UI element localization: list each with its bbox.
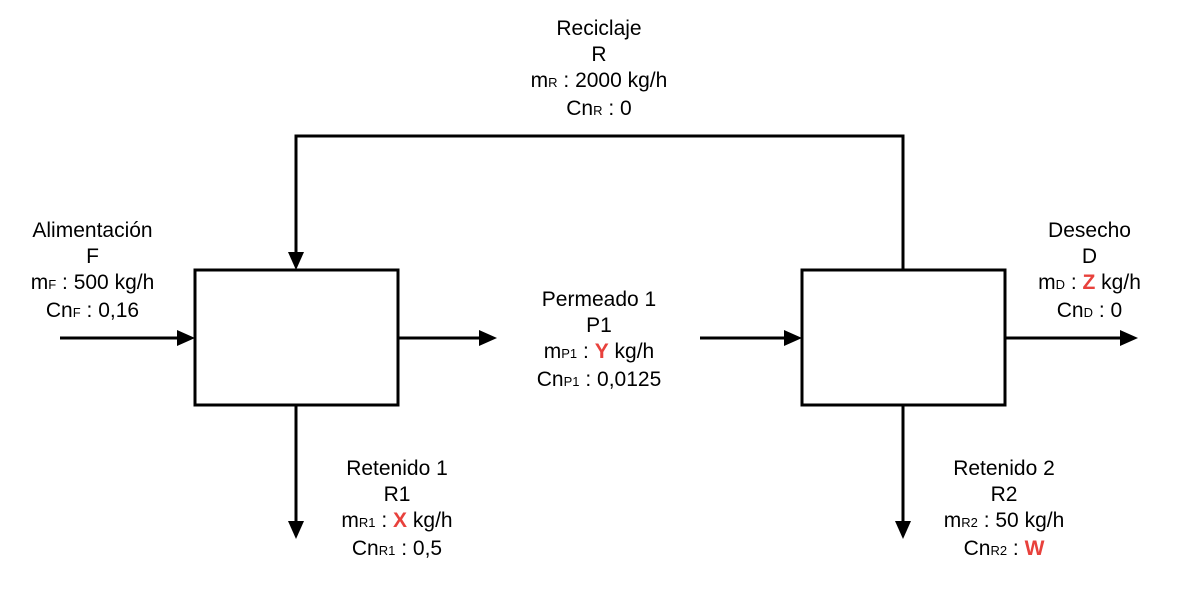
concentration: CnR : 0: [566, 97, 632, 120]
stream-title: Retenido 2: [953, 457, 1055, 480]
permeate1-in-arrowhead: [784, 330, 802, 346]
concentration: CnP1 : 0,0125: [536, 368, 662, 391]
stream-title: Alimentación: [32, 219, 153, 242]
feed-arrowhead: [177, 330, 195, 346]
stream-symbol: F: [86, 245, 99, 268]
concentration: CnF : 0,16: [45, 299, 140, 322]
stream-symbol: D: [1081, 245, 1098, 268]
stream-symbol: R2: [990, 483, 1018, 506]
retentate2-stream-label: Retenido 2 R2 mR2 : 50 kg/h CnR2 : W: [904, 456, 1104, 564]
stream-title: Reciclaje: [556, 17, 642, 40]
permeate1-stream-label: Permeado 1 P1 mP1 : Y kg/h CnP1 : 0,0125: [499, 287, 699, 395]
concentration: CnR1 : 0,5: [351, 537, 443, 560]
concentration: CnD : 0: [1056, 299, 1123, 322]
retentate2-arrowhead: [895, 521, 911, 539]
stream-symbol: R: [591, 43, 607, 66]
permeate1-out-arrowhead: [479, 330, 497, 346]
stream-title: Permeado 1: [541, 288, 657, 311]
mass-flow: mD : Z kg/h: [1038, 271, 1141, 294]
mass-flow: mR2 : 50 kg/h: [943, 509, 1065, 532]
feed-stream-label: Alimentación F mF : 500 kg/h CnF : 0,16: [0, 218, 185, 326]
membrane-unit-1: [193, 268, 400, 407]
recycle-stream-label: Reciclaje R mR : 2000 kg/h CnR : 0: [499, 16, 699, 124]
membrane-unit-2: [800, 268, 1007, 407]
mass-flow: mR : 2000 kg/h: [530, 69, 668, 92]
mass-flow: mP1 : Y kg/h: [543, 340, 655, 363]
mass-flow: mR1 : X kg/h: [341, 509, 453, 532]
waste-stream-label: Desecho D mD : Z kg/h CnD : 0: [1002, 218, 1177, 326]
stream-symbol: P1: [586, 314, 612, 337]
retentate1-arrowhead: [288, 521, 304, 539]
unknown-variable: Y: [594, 340, 609, 363]
recycle-line: [294, 134, 905, 270]
unknown-variable: X: [393, 509, 408, 532]
retentate1-stream-label: Retenido 1 R1 mR1 : X kg/h CnR1 : 0,5: [297, 456, 497, 564]
stream-title: Retenido 1: [346, 457, 448, 480]
stream-title: Desecho: [1048, 219, 1131, 242]
stream-symbol: R1: [383, 483, 411, 506]
recycle-arrowhead: [288, 252, 304, 270]
concentration: CnR2 : W: [963, 537, 1045, 560]
unknown-variable: W: [1024, 537, 1045, 560]
waste-arrowhead: [1120, 330, 1138, 346]
unknown-variable: Z: [1082, 271, 1096, 294]
mass-flow: mF : 500 kg/h: [30, 271, 155, 294]
